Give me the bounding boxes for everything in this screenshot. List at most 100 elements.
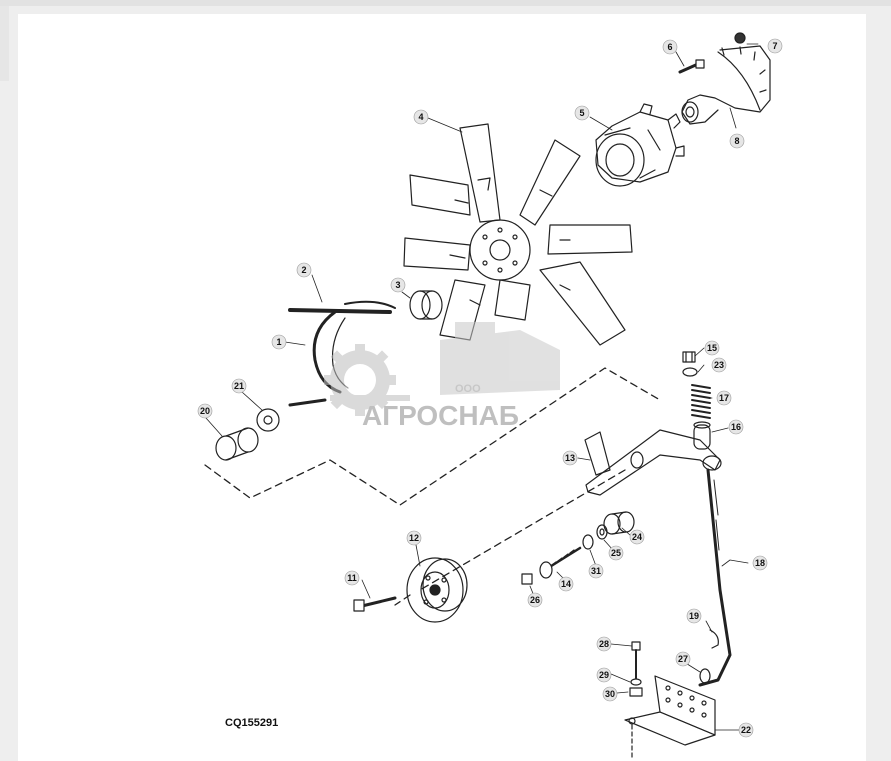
top-bar — [0, 0, 891, 6]
callout-label: 31 — [591, 566, 601, 576]
callout-label: 2 — [301, 265, 306, 275]
callout-circle — [527, 592, 543, 608]
washer-23-part — [682, 367, 698, 377]
callout-1: 1 — [271, 334, 287, 350]
nut-26-part — [521, 573, 533, 585]
callout-circle — [588, 563, 604, 579]
callout-30: 30 — [602, 686, 618, 702]
fan-hub-part — [681, 45, 771, 125]
callout-19: 19 — [686, 608, 702, 624]
washer-21-part — [256, 408, 280, 432]
callout-circle — [574, 105, 590, 121]
callout-circle — [390, 277, 406, 293]
callout-label: 15 — [707, 343, 717, 353]
callout-circle — [704, 340, 720, 356]
tensioner-arm-13-part — [584, 429, 722, 496]
side-tab — [0, 6, 9, 81]
callout-circle — [711, 357, 727, 373]
callout-circle — [602, 686, 618, 702]
callout-circle — [608, 545, 624, 561]
spacer-3-part — [409, 290, 443, 320]
callout-18: 18 — [752, 555, 768, 571]
callout-label: 16 — [731, 422, 741, 432]
washer-27-part — [699, 668, 711, 684]
fan-drive-part — [595, 103, 685, 187]
callout-label: 4 — [418, 112, 423, 122]
idler-pulley-12-part — [406, 557, 468, 623]
washer-29-part — [630, 678, 642, 686]
callout-circle — [728, 419, 744, 435]
callout-label: 14 — [561, 579, 571, 589]
callout-22: 22 — [738, 722, 754, 738]
bracket-22-part — [624, 675, 716, 759]
bushing-24-part — [603, 511, 635, 535]
bushing-16-part — [693, 421, 711, 450]
callout-circle — [197, 403, 213, 419]
callout-label: 25 — [611, 548, 621, 558]
callout-circle — [271, 334, 287, 350]
clip-19-part — [709, 629, 719, 649]
callout-label: 27 — [678, 654, 688, 664]
callout-13: 13 — [562, 450, 578, 466]
callout-label: 13 — [565, 453, 575, 463]
callout-circle — [596, 667, 612, 683]
callout-circle — [729, 133, 745, 149]
callout-25: 25 — [608, 545, 624, 561]
callout-label: 23 — [714, 360, 724, 370]
callout-5: 5 — [574, 105, 590, 121]
callout-label: 11 — [347, 573, 357, 583]
callout-circle — [562, 450, 578, 466]
callout-circle — [296, 262, 312, 278]
drawing-code: CQ155291 — [225, 717, 278, 729]
callout-circle — [675, 651, 691, 667]
callout-label: 26 — [530, 595, 540, 605]
callout-circle — [406, 530, 422, 546]
callout-label: 17 — [719, 393, 729, 403]
callout-circle — [558, 576, 574, 592]
bolt-14-part — [539, 546, 582, 579]
callout-28: 28 — [596, 636, 612, 652]
callout-label: 24 — [632, 532, 642, 542]
fan-part — [403, 123, 633, 346]
callout-7: 7 — [767, 38, 783, 54]
callout-circle — [413, 109, 429, 125]
callout-27: 27 — [675, 651, 691, 667]
spacer-20-part — [215, 427, 259, 461]
callout-circle — [686, 608, 702, 624]
watermark: ООО АГРОСНАБ — [324, 322, 560, 431]
watermark-sub: ООО — [455, 383, 481, 395]
callout-29: 29 — [596, 667, 612, 683]
callout-circle — [344, 570, 360, 586]
leader-lines — [205, 43, 759, 731]
callout-8: 8 — [729, 133, 745, 149]
callout-circle — [716, 390, 732, 406]
callout-17: 17 — [716, 390, 732, 406]
callout-31: 31 — [588, 563, 604, 579]
callout-label: 8 — [734, 136, 739, 146]
callout-circle — [596, 636, 612, 652]
washer-31-part — [582, 534, 594, 550]
callout-label: 3 — [395, 280, 400, 290]
callout-label: 6 — [667, 42, 672, 52]
washer-25-part — [596, 524, 608, 540]
parts-diagram: ООО АГРОСНАБ 123456781112131415161718192… — [197, 32, 783, 759]
nut-15-part — [682, 351, 696, 363]
callout-4: 4 — [413, 109, 429, 125]
callout-15: 15 — [704, 340, 720, 356]
bolt-11-part — [353, 596, 397, 612]
callout-label: 12 — [409, 533, 419, 543]
callout-11: 11 — [344, 570, 360, 586]
callout-label: 18 — [755, 558, 765, 568]
callout-21: 21 — [231, 378, 247, 394]
callout-12: 12 — [406, 530, 422, 546]
callout-20: 20 — [197, 403, 213, 419]
callout-circle — [752, 555, 768, 571]
watermark-tractor-icon — [440, 322, 560, 395]
callout-circle — [767, 38, 783, 54]
callout-24: 24 — [629, 529, 645, 545]
callout-circle — [231, 378, 247, 394]
callout-26: 26 — [527, 592, 543, 608]
callout-16: 16 — [728, 419, 744, 435]
callout-14: 14 — [558, 576, 574, 592]
